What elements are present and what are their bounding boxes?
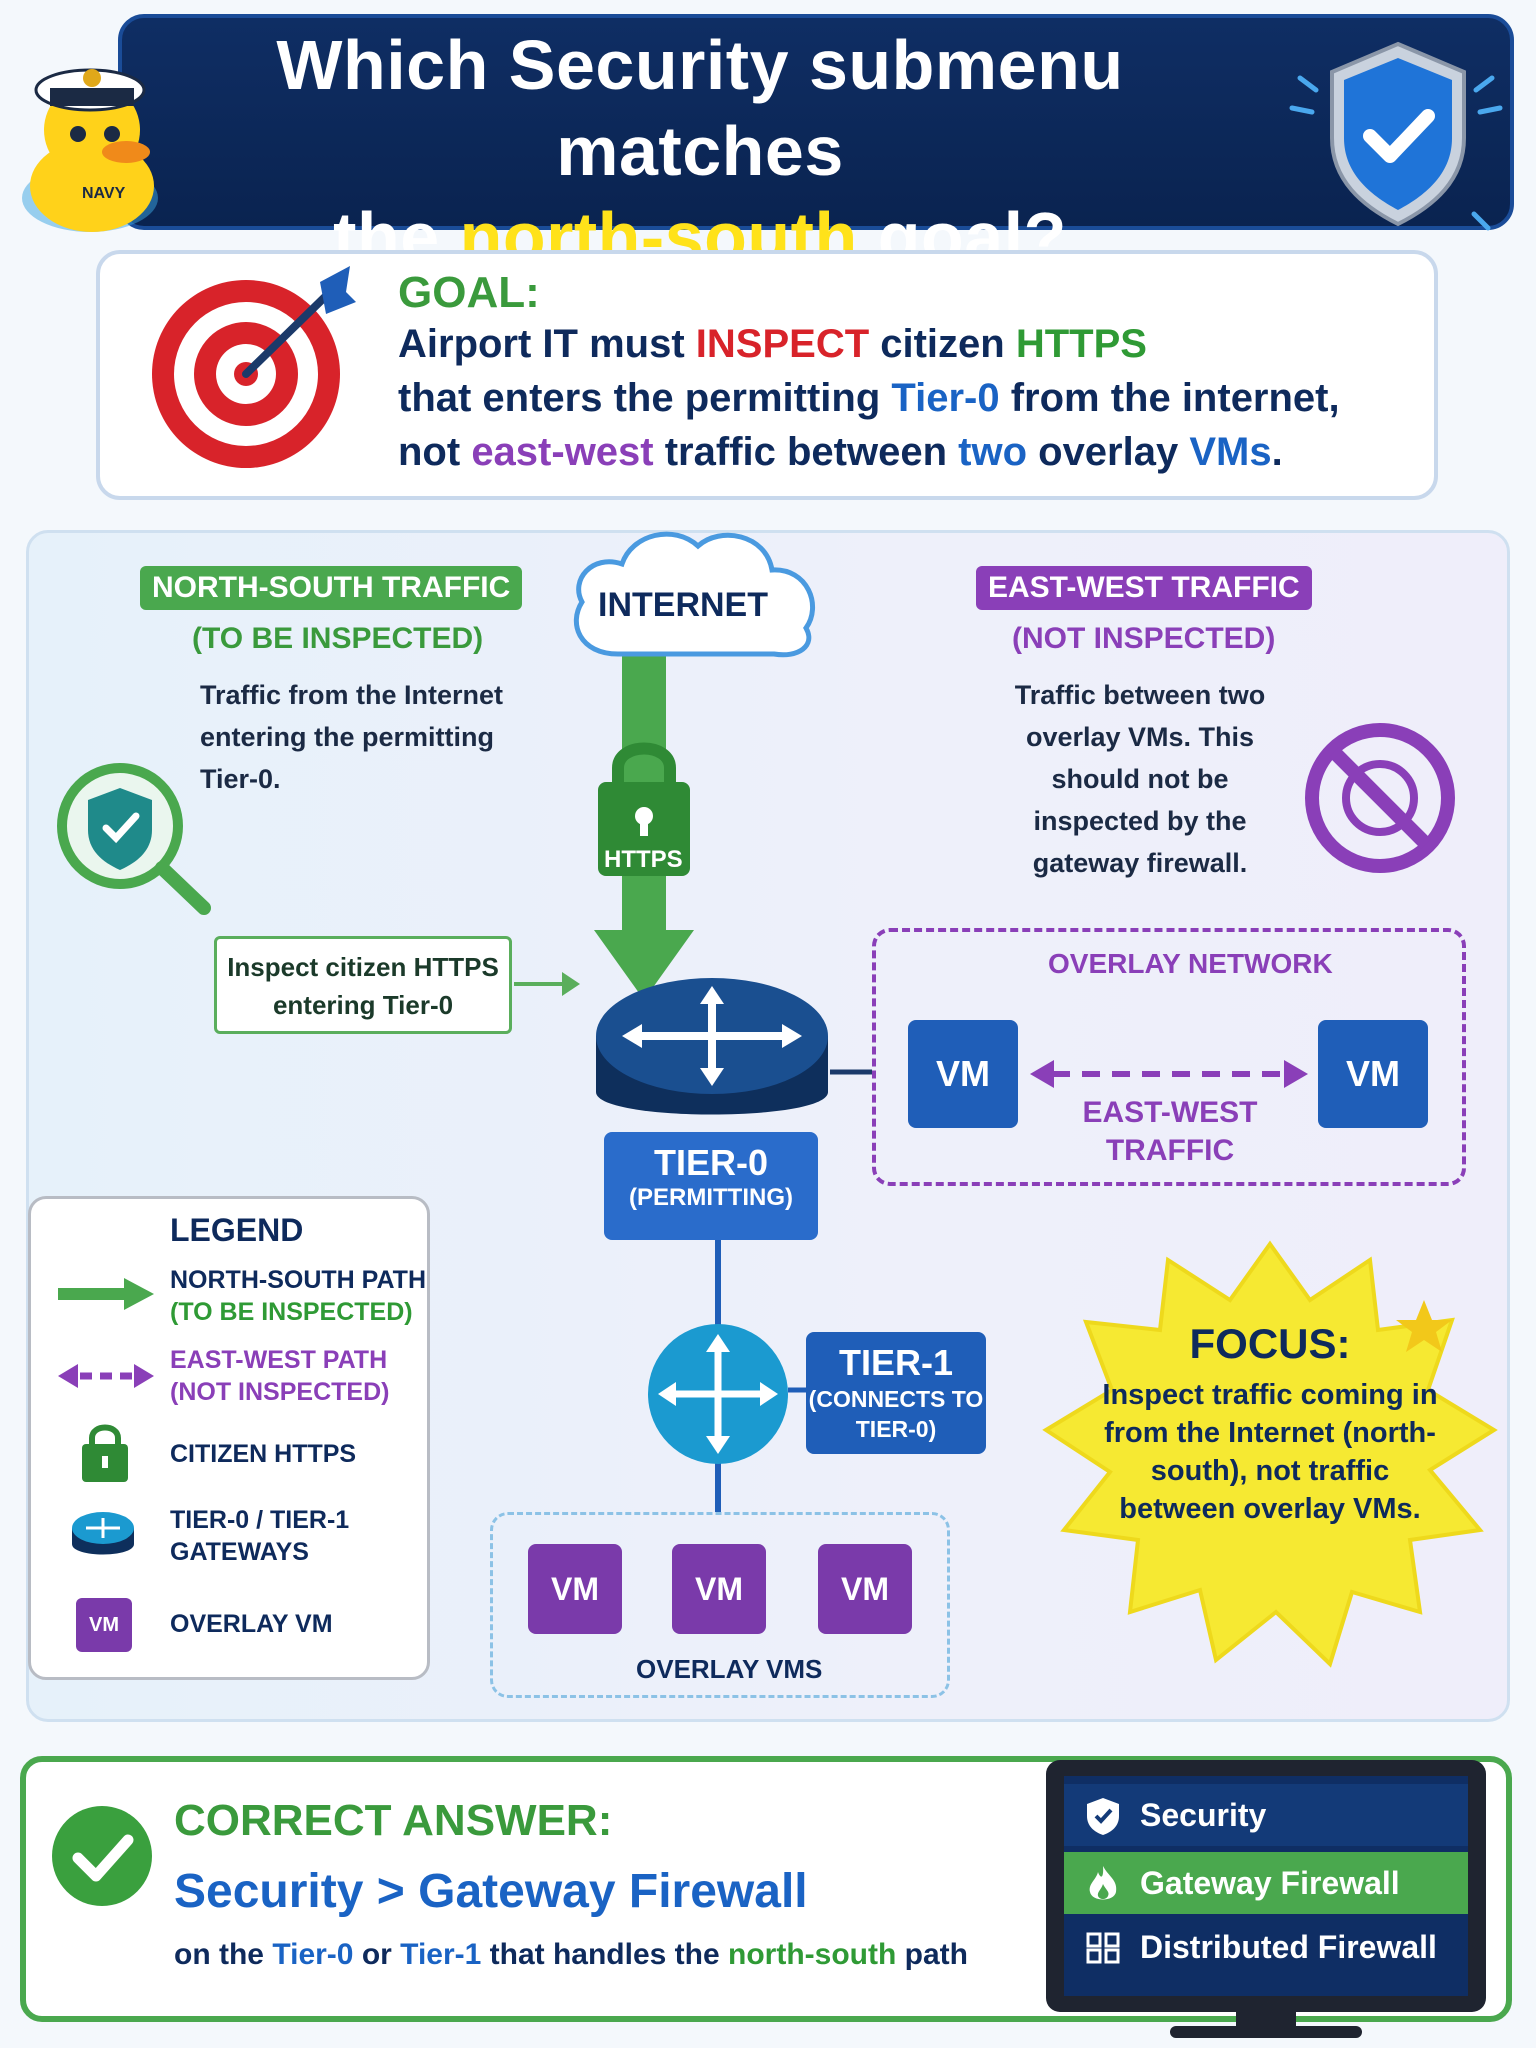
page-title: Which Security submenu matches the north… [190,22,1210,280]
legend-item-overlay-vm: OVERLAY VM [170,1610,333,1638]
focus-title: FOCUS: [1189,1320,1351,1367]
overlay-vm-3: VM [818,1544,912,1634]
https-lock-icon [598,742,690,876]
legend-title: LEGEND [170,1212,304,1248]
east-west-subtitle: (NOT INSPECTED) [1012,622,1276,655]
menu-item-security-label: Security [1140,1797,1267,1833]
legend-item-gateways: TIER-0 / TIER-1 GATEWAYS [170,1506,350,1566]
internet-label: INTERNET [598,586,768,624]
magnifier-shield-icon [57,763,211,915]
check-circle-icon [52,1806,152,1906]
answer-note: on the Tier-0 or Tier-1 that handles the… [174,1938,968,1971]
title-line-1: Which Security submenu matches [276,26,1124,190]
overlay-vm-right: VM [1318,1020,1428,1128]
target-icon [152,266,356,468]
legend-lock-icon [82,1424,128,1482]
grid-icon [1086,1932,1120,1964]
tier0-gateway-label: TIER-0 (PERMITTING) [604,1132,818,1240]
overlay-vm-2: VM [672,1544,766,1634]
legend-item-east-west: EAST-WEST PATH (NOT INSPECTED) [170,1346,390,1406]
legend-item-https: CITIZEN HTTPS [170,1440,357,1468]
legend-item-north-south: NORTH-SOUTH PATH (TO BE INSPECTED) [170,1266,426,1326]
north-south-title: NORTH-SOUTH TRAFFIC [140,566,523,610]
tier1-subtitle: (CONNECTS TO TIER-0) [808,1386,984,1442]
tier0-title: TIER-0 [653,1142,768,1183]
shield-icon [1087,1798,1119,1835]
overlay-vms-label: OVERLAY VMS [636,1654,823,1684]
menu-item-security[interactable]: Security [1064,1784,1468,1846]
tier1-gateway-label: TIER-1 (CONNECTS TO TIER-0) [806,1332,986,1454]
duck-mascot-icon: NAVY [22,68,158,232]
legend-east-west-arrow-icon [58,1364,154,1388]
internet-cloud-icon [573,531,816,658]
legend-gateway-icon [72,1512,134,1555]
goal-line-3: not east-west traffic between two overla… [398,430,1283,474]
goal-line-2: that enters the permitting Tier-0 from t… [398,376,1340,420]
overlay-network-label: OVERLAY NETWORK [1048,948,1333,979]
overlay-vms-box [490,1512,950,1698]
east-west-description: Traffic between two overlay VMs. This sh… [1014,680,1266,878]
tier1-title: TIER-1 [838,1342,953,1383]
goal-line-1: Airport IT must INSPECT citizen HTTPS [398,322,1147,366]
menu-item-distributed-firewall-label: Distributed Firewall [1140,1929,1437,1965]
east-west-traffic-label: EAST-WEST TRAFFIC [1082,1096,1258,1167]
overlay-network-box [872,928,1466,1186]
shield-check-icon [1289,41,1503,231]
east-west-title: EAST-WEST TRAFFIC [976,566,1312,610]
tier0-router-icon [596,978,828,1115]
tier0-subtitle: (PERMITTING) [629,1184,793,1211]
overlay-vm-1: VM [528,1544,622,1634]
header-banner [118,14,1514,230]
focus-text: Inspect traffic coming in from the Inter… [1102,1379,1438,1525]
menu-item-gateway-firewall-label: Gateway Firewall [1140,1865,1400,1901]
legend-vm-icon: VM [76,1598,132,1652]
answer-path: Security > Gateway Firewall [174,1865,808,1918]
monitor-neck [1236,2012,1296,2030]
monitor-stand [1170,2026,1362,2038]
north-south-arrow-head [594,930,694,1000]
tier1-router-icon [648,1324,788,1464]
goal-label: GOAL: [398,268,540,317]
answer-label: CORRECT ANSWER: [174,1796,613,1845]
menu-item-distributed-firewall[interactable]: Distributed Firewall [1064,1916,1468,1978]
flame-icon [1089,1866,1117,1900]
overlay-vm-left: VM [908,1020,1018,1128]
legend-north-south-arrow-icon [58,1278,154,1310]
https-label: HTTPS [604,846,683,873]
inspect-callout: Inspect citizen HTTPS entering Tier-0 [214,936,512,1034]
no-inspect-icon [1305,723,1455,873]
north-south-description: Traffic from the Internet entering the p… [200,680,504,794]
menu-item-gateway-firewall[interactable]: Gateway Firewall [1064,1852,1468,1914]
north-south-subtitle: (TO BE INSPECTED) [192,622,484,655]
duck-shirt-text: NAVY [82,185,126,202]
focus-starburst [1042,1240,1498,1668]
